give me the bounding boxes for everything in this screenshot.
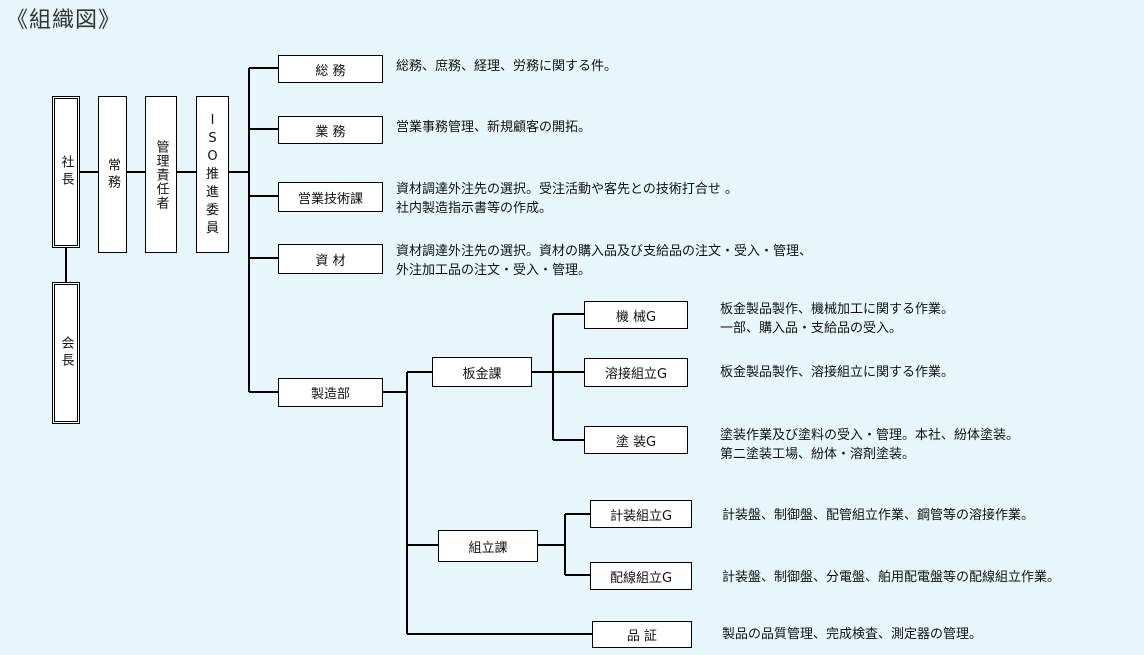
president-box: 社長 bbox=[52, 96, 80, 248]
dept-materials: 資 材 bbox=[278, 244, 383, 274]
dept-business-desc: 営業事務管理、新規顧客の開拓。 bbox=[396, 120, 592, 135]
dept-quality-assurance: 品 証 bbox=[592, 621, 692, 648]
chairman-label: 会長 bbox=[58, 336, 74, 370]
dept-quality-assurance-desc: 製品の品質管理、完成検査、測定器の管理。 bbox=[722, 627, 983, 642]
iso-committee-label: I S O 推 進 委 員 bbox=[205, 112, 219, 236]
management-rep-box: 管理責任者 bbox=[145, 96, 177, 253]
group-instrument-assembly: 計装組立G bbox=[590, 500, 692, 528]
dept-manufacturing: 製造部 bbox=[278, 378, 383, 407]
group-wiring-assembly: 配線組立G bbox=[590, 562, 692, 590]
president-label: 社長 bbox=[58, 155, 74, 189]
managing-director-box: 常務 bbox=[98, 96, 127, 253]
group-instrument-assembly-desc: 計装盤、制御盤、配管組立作業、鋼管等の溶接作業。 bbox=[722, 508, 1035, 523]
page-title: 《組織図》 bbox=[6, 8, 122, 33]
dept-general-affairs: 総 務 bbox=[278, 55, 383, 83]
dept-materials-desc: 資材調達外注先の選択。資材の購入品及び支給品の注文・受入・管理、 外注加工品の注… bbox=[396, 244, 813, 278]
section-sheet-metal: 板金課 bbox=[432, 357, 532, 387]
dept-sales-engineering-desc: 資材調達外注先の選択。受注活動や客先との技術打合せ 。 社内製造指示書等の作成。 bbox=[396, 182, 739, 216]
group-welding-desc: 板金製品製作、溶接組立に関する作業。 bbox=[720, 365, 955, 380]
dept-business: 業 務 bbox=[278, 116, 383, 144]
chairman-box: 会長 bbox=[52, 282, 80, 424]
dept-general-affairs-desc: 総務、庶務、経理、労務に関する件。 bbox=[396, 59, 618, 74]
group-painting-desc: 塗装作業及び塗料の受入・管理。本社、紛体塗装。 第二塗装工場、紛体・溶剤塗装。 bbox=[720, 428, 1020, 462]
group-welding: 溶接組立G bbox=[584, 358, 688, 387]
iso-committee-box: I S O 推 進 委 員 bbox=[196, 96, 229, 253]
managing-director-label: 常務 bbox=[105, 157, 120, 192]
section-assembly: 組立課 bbox=[438, 530, 538, 562]
group-wiring-assembly-desc: 計装盤、制御盤、分電盤、舶用配電盤等の配線組立作業。 bbox=[722, 570, 1061, 585]
group-machine-desc: 板金製品製作、機械加工に関する作業。 一部、購入品・支給品の受入。 bbox=[720, 302, 955, 336]
group-machine: 機 械G bbox=[584, 301, 688, 329]
management-rep-label: 管理責任者 bbox=[153, 139, 169, 210]
group-painting: 塗 装G bbox=[584, 426, 688, 454]
dept-sales-engineering: 営業技術課 bbox=[278, 182, 383, 212]
